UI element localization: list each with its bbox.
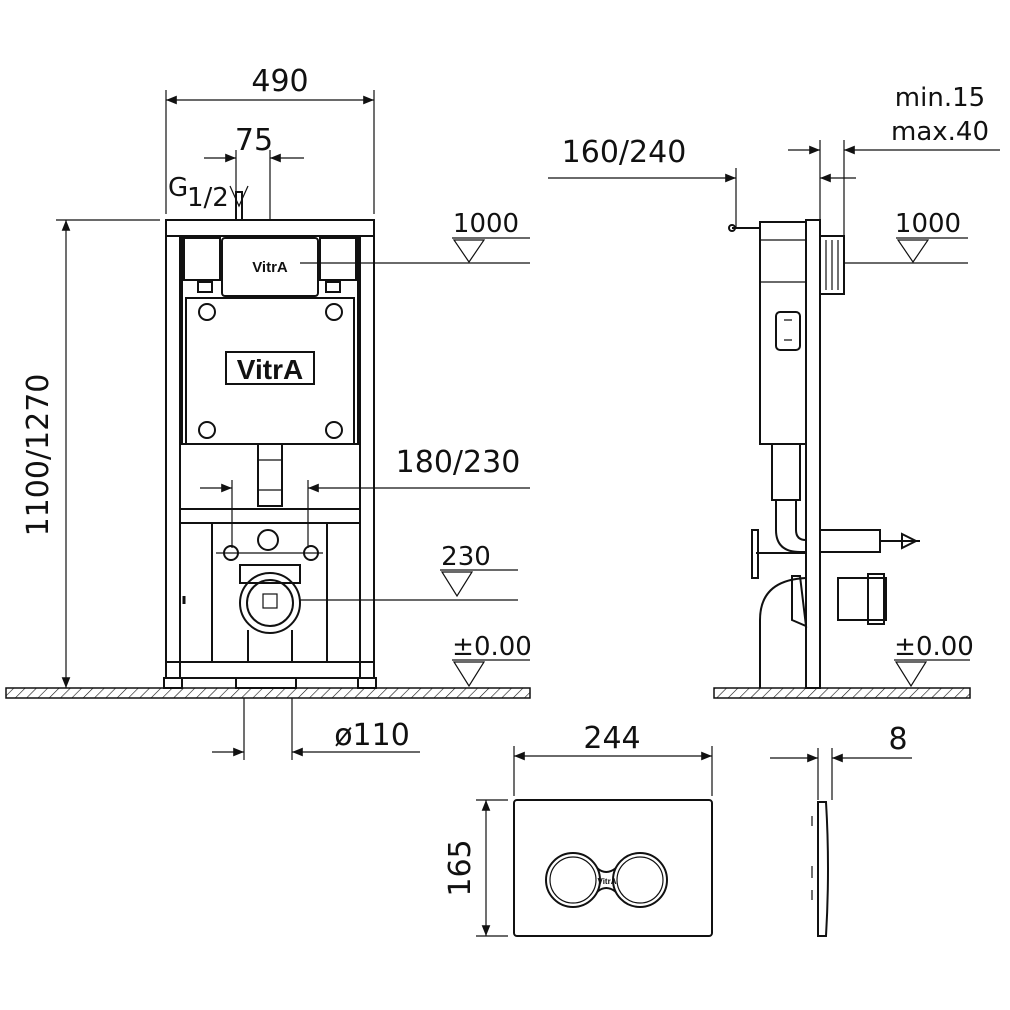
level-cistern-front: 1000: [300, 209, 530, 264]
dim-inlet-thread: G 1/2: [168, 173, 229, 213]
label-frame-height: 1100/1270: [21, 374, 56, 537]
label-inlet-offset: 75: [235, 123, 273, 158]
dim-outlet-diameter: ø110: [212, 698, 420, 760]
water-inlet: [229, 185, 249, 221]
front-cistern: VitrA VitrA: [181, 235, 359, 445]
label-thread-fraction: 1/2: [187, 183, 229, 213]
level-floor-front: ±0.00: [452, 632, 532, 688]
flush-plate-side: 8: [770, 722, 912, 937]
dim-plate-height: 165: [443, 799, 508, 937]
level-outlet: 230: [300, 542, 518, 601]
dim-wall-thickness: min.15 max.40: [788, 83, 1000, 236]
label-floor-level-side: ±0.00: [894, 632, 974, 662]
label-outlet-height: 230: [441, 542, 491, 572]
side-view: 160/240 min.15 max.40 1000 ±0.00: [548, 83, 1000, 699]
label-outlet-diameter: ø110: [334, 718, 410, 753]
front-flush-pipe: [216, 443, 323, 662]
dim-bolt-spacing: 180/230: [200, 445, 530, 548]
floor-side: [713, 687, 971, 699]
side-flush-pipe: [751, 443, 807, 579]
level-floor-side: ±0.00: [894, 632, 974, 688]
label-wall-min: min.15: [895, 83, 985, 113]
label-floor-level-front: ±0.00: [452, 632, 532, 662]
dim-depth: 160/240: [548, 135, 856, 228]
flush-plate-front: VitrA 244 165: [443, 721, 713, 937]
label-plate-height: 165: [443, 839, 478, 896]
front-view: VitrA VitrA: [5, 64, 532, 760]
label-thread-main: G: [168, 173, 188, 203]
side-frame-upright: [805, 219, 821, 689]
dim-frame-height: 1100/1270: [21, 219, 160, 688]
dim-plate-width: 244: [513, 721, 713, 796]
front-frame: [163, 219, 377, 689]
logo-large: VitrA: [237, 354, 303, 385]
floor-front: [5, 687, 531, 699]
logo-small: VitrA: [252, 259, 288, 276]
label-frame-width: 490: [251, 64, 308, 99]
label-bolt-spacing: 180/230: [396, 445, 521, 480]
side-cistern: [728, 221, 845, 445]
dim-frame-width: 490: [165, 64, 375, 214]
level-cistern-side: 1000: [844, 209, 968, 264]
label-cistern-level-front: 1000: [453, 209, 519, 239]
dim-plate-thickness: 8: [770, 722, 912, 800]
label-depth: 160/240: [562, 135, 687, 170]
label-cistern-level-side: 1000: [895, 209, 961, 239]
label-wall-max: max.40: [891, 117, 989, 147]
dim-inlet-offset: 75: [204, 123, 304, 220]
label-plate-thickness: 8: [888, 722, 907, 757]
label-plate-width: 244: [583, 721, 640, 756]
side-connectors: [759, 529, 920, 688]
logo-plate: VitrA: [598, 877, 617, 886]
